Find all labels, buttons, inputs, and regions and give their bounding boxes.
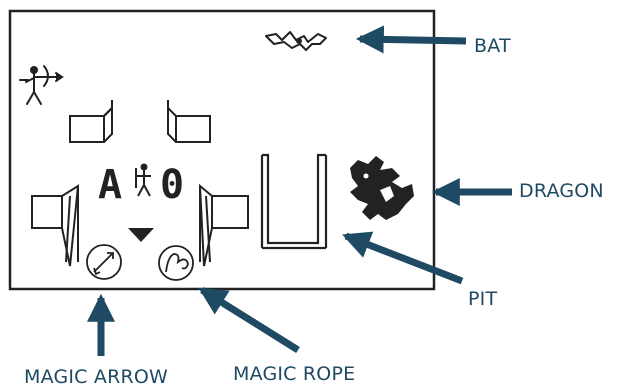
pit-callout-arrow	[342, 231, 464, 285]
dragon-icon	[350, 156, 414, 220]
player-figure-icon	[135, 163, 151, 197]
bat-label: BAT	[474, 35, 511, 57]
callout-arrows	[87, 25, 512, 356]
pit-label: PIT	[468, 288, 498, 310]
magic-rope-callout-arrow	[198, 287, 300, 353]
bat-callout-arrow	[355, 25, 467, 54]
room-number: 0	[160, 162, 184, 208]
wall-lower-right	[211, 195, 249, 229]
wall-upper-right	[175, 115, 211, 143]
archer-icon	[19, 65, 64, 105]
magic-rope-icon	[158, 245, 194, 281]
dragon-label: DRAGON	[519, 180, 604, 202]
pit-icon	[262, 153, 326, 245]
room-letter: A	[98, 162, 122, 208]
magic-arrow-label: MAGIC ARROW	[24, 366, 169, 388]
magic-arrow-icon	[86, 244, 122, 280]
magic-rope-label: MAGIC ROPE	[233, 363, 356, 385]
corridor-walls	[31, 100, 249, 267]
direction-indicator-icon	[128, 228, 154, 242]
bat-icon	[265, 31, 327, 51]
wall-lower-left	[31, 195, 63, 229]
wall-upper-left	[69, 115, 105, 143]
